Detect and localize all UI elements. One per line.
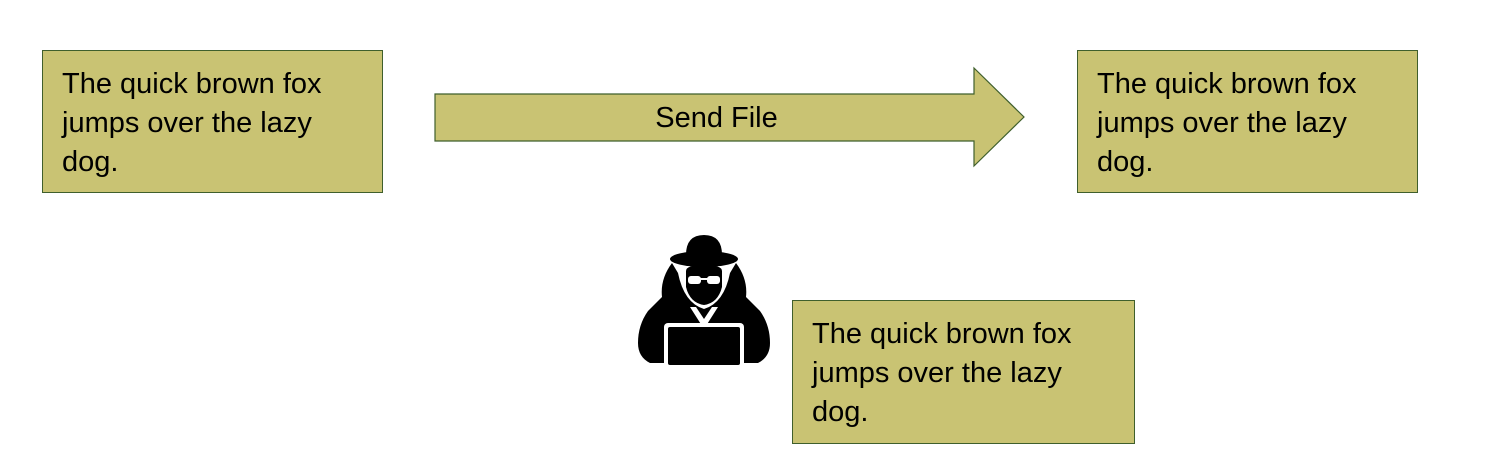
hacker-hat-crown [686,235,722,255]
sender-file-text: The quick brown fox jumps over the lazy … [62,68,322,178]
send-file-label: Send File [655,101,778,134]
hacker-hat-brim [670,251,738,267]
hacker-face [686,265,722,305]
receiver-file-box: The quick brown fox jumps over the lazy … [1077,50,1418,193]
hacker-glasses-bridge [700,278,708,280]
hacker-shirt [690,307,718,329]
hacker-glasses-left [688,276,701,284]
intercepted-file-box: The quick brown fox jumps over the lazy … [792,300,1135,444]
hacker-glasses-right [707,276,720,284]
send-file-arrow [434,66,1025,168]
sender-file-box: The quick brown fox jumps over the lazy … [42,50,383,193]
send-file-arrow-shape [434,66,1025,168]
receiver-file-text: The quick brown fox jumps over the lazy … [1097,68,1357,178]
hacker-with-laptop-icon [638,235,770,369]
send-file-label-wrap: Send File [434,94,999,142]
intercepted-file-text: The quick brown fox jumps over the lazy … [812,318,1072,428]
hacker-laptop-screen [668,327,740,365]
